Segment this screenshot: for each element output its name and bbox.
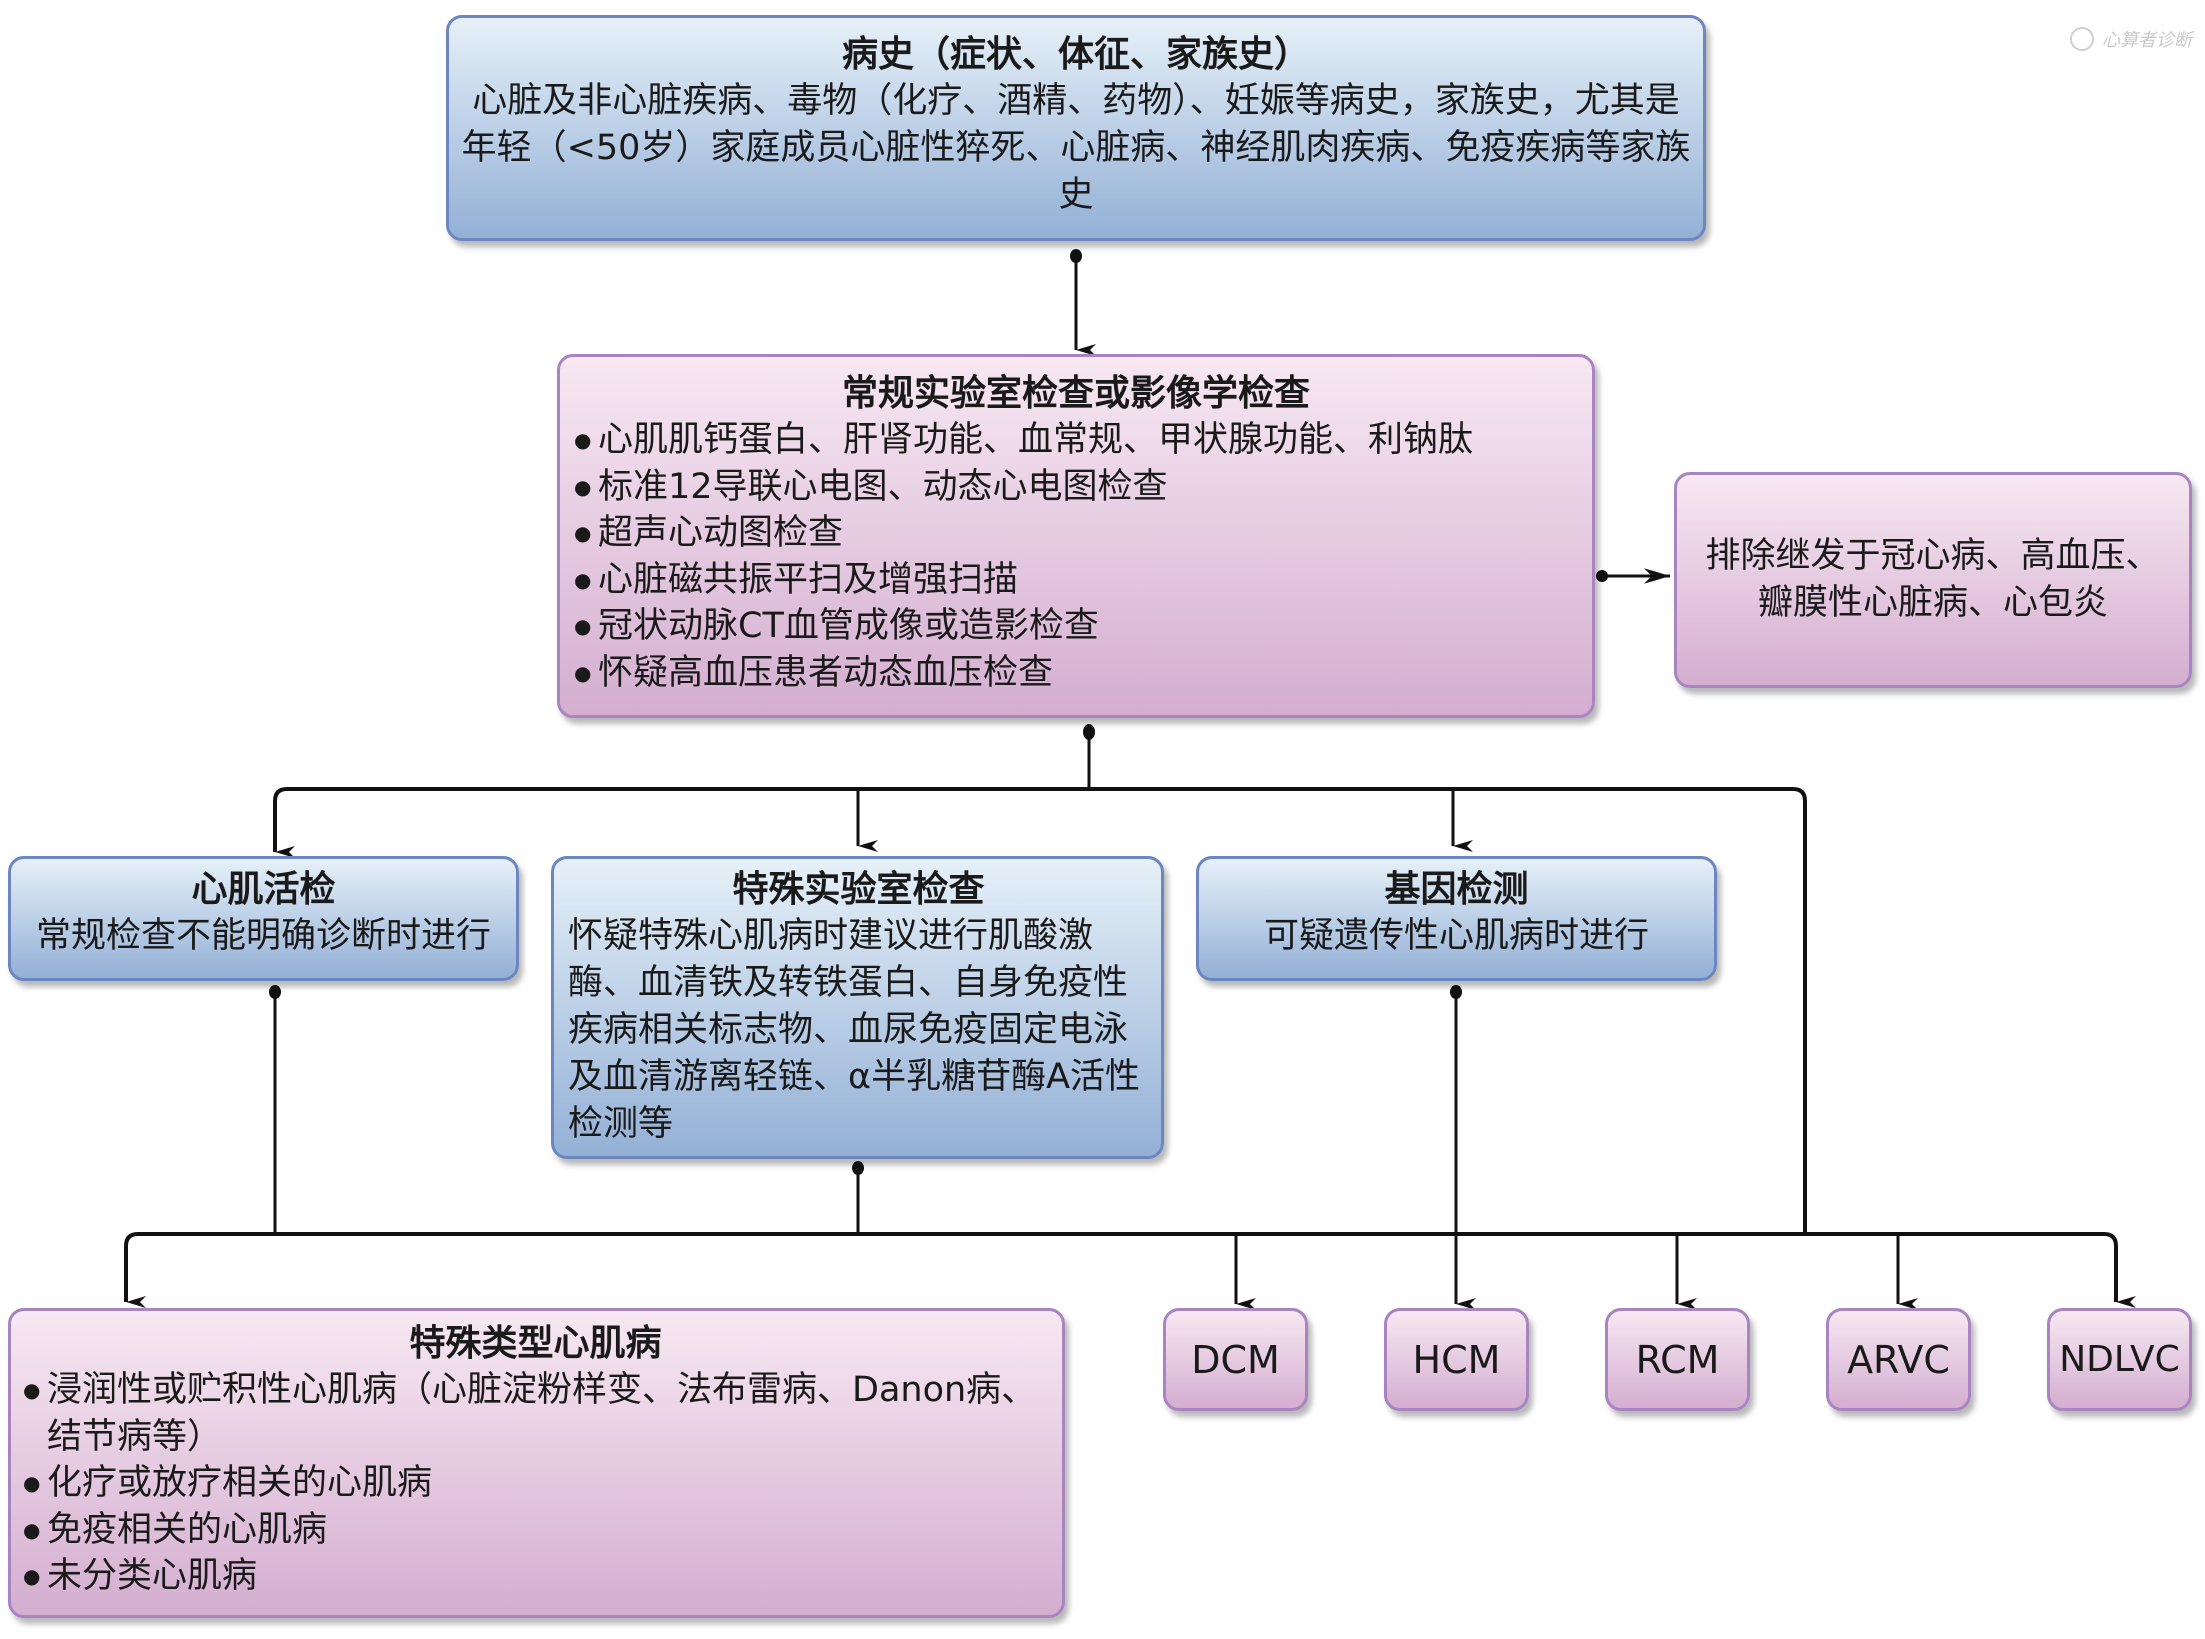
watermark-text: 心算者诊断	[2102, 30, 2192, 51]
node-genetic-body: 可疑遗传性心肌病时进行	[1263, 916, 1649, 956]
node-routine-exam-list: 心肌肌钙蛋白、肝肾功能、血常规、甲状腺功能、利钠肽 标准12导联心电图、动态心电…	[574, 417, 1578, 696]
list-item: 化疗或放疗相关的心肌病	[23, 1460, 1048, 1507]
node-genetic: 基因检测 可疑遗传性心肌病时进行	[1196, 856, 1717, 981]
node-biopsy-body: 常规检查不能明确诊断时进行	[35, 916, 491, 956]
node-biopsy-title: 心肌活检	[191, 869, 336, 910]
node-phenotype-dcm: DCM	[1163, 1308, 1308, 1411]
list-item: 免疫相关的心肌病	[23, 1507, 1048, 1554]
node-exclude: 排除继发于冠心病、高血压、瓣膜性心脏病、心包炎	[1674, 472, 2192, 688]
node-biopsy: 心肌活检 常规检查不能明确诊断时进行	[8, 856, 519, 981]
list-item: 超声心动图检查	[574, 510, 1578, 557]
list-item: 冠状动脉CT血管成像或造影检查	[574, 603, 1578, 650]
list-item: 心脏磁共振平扫及增强扫描	[574, 557, 1578, 604]
node-special-lab-title: 特殊实验室检查	[732, 869, 985, 910]
node-phenotype-hcm: HCM	[1384, 1308, 1529, 1411]
node-special-types-list: 浸润性或贮积性心肌病（心脏淀粉样变、法布雷病、Danon病、结节病等） 化疗或放…	[23, 1367, 1048, 1600]
node-special-types-title: 特殊类型心肌病	[409, 1323, 662, 1364]
list-item: 浸润性或贮积性心肌病（心脏淀粉样变、法布雷病、Danon病、结节病等）	[23, 1367, 1048, 1460]
connector-dot	[1070, 249, 1082, 263]
node-genetic-title: 基因检测	[1384, 869, 1529, 910]
node-phenotype-label: ARVC	[1847, 1337, 1950, 1382]
list-item: 心肌肌钙蛋白、肝肾功能、血常规、甲状腺功能、利钠肽	[574, 417, 1578, 464]
node-routine-exam-title: 常规实验室检查或影像学检查	[841, 373, 1310, 414]
node-special-types: 特殊类型心肌病 浸润性或贮积性心肌病（心脏淀粉样变、法布雷病、Danon病、结节…	[8, 1308, 1065, 1618]
node-phenotype-label: HCM	[1412, 1337, 1501, 1382]
node-history-title: 病史（症状、体征、家族史）	[841, 34, 1310, 75]
node-exclude-body: 排除继发于冠心病、高血压、瓣膜性心脏病、心包炎	[1705, 536, 2161, 623]
connector-dot	[1450, 985, 1462, 999]
node-history: 病史（症状、体征、家族史） 心脏及非心脏疾病、毒物（化疗、酒精、药物）、妊娠等病…	[446, 15, 1706, 241]
bottom-bus	[124, 1232, 2136, 1308]
node-phenotype-ndlvc: NDLVC	[2047, 1308, 2192, 1411]
list-item: 未分类心肌病	[23, 1553, 1048, 1600]
node-history-body: 心脏及非心脏疾病、毒物（化疗、酒精、药物）、妊娠等病史，家族史，尤其是年轻（<5…	[461, 81, 1691, 215]
list-item: 怀疑高血压患者动态血压检查	[574, 650, 1578, 697]
node-phenotype-rcm: RCM	[1605, 1308, 1750, 1411]
watermark-logo-icon	[2070, 27, 2094, 51]
node-special-lab: 特殊实验室检查 怀疑特殊心肌病时建议进行肌酸激酶、血清铁及转铁蛋白、自身免疫性疾…	[551, 856, 1164, 1159]
list-item: 标准12导联心电图、动态心电图检查	[574, 464, 1578, 511]
connector-dot	[852, 1161, 864, 1175]
watermark: 心算者诊断	[2070, 26, 2192, 52]
node-routine-exam: 常规实验室检查或影像学检查 心肌肌钙蛋白、肝肾功能、血常规、甲状腺功能、利钠肽 …	[557, 354, 1595, 718]
connector-dot	[1596, 570, 1608, 582]
node-phenotype-label: RCM	[1635, 1337, 1720, 1382]
node-special-lab-body: 怀疑特殊心肌病时建议进行肌酸激酶、血清铁及转铁蛋白、自身免疫性疾病相关标志物、血…	[568, 916, 1141, 1144]
connector-dot	[269, 985, 281, 999]
node-phenotype-arvc: ARVC	[1826, 1308, 1971, 1411]
node-phenotype-label: DCM	[1191, 1337, 1280, 1382]
connector-dot	[1083, 724, 1095, 740]
node-phenotype-label: NDLVC	[2059, 1339, 2180, 1380]
